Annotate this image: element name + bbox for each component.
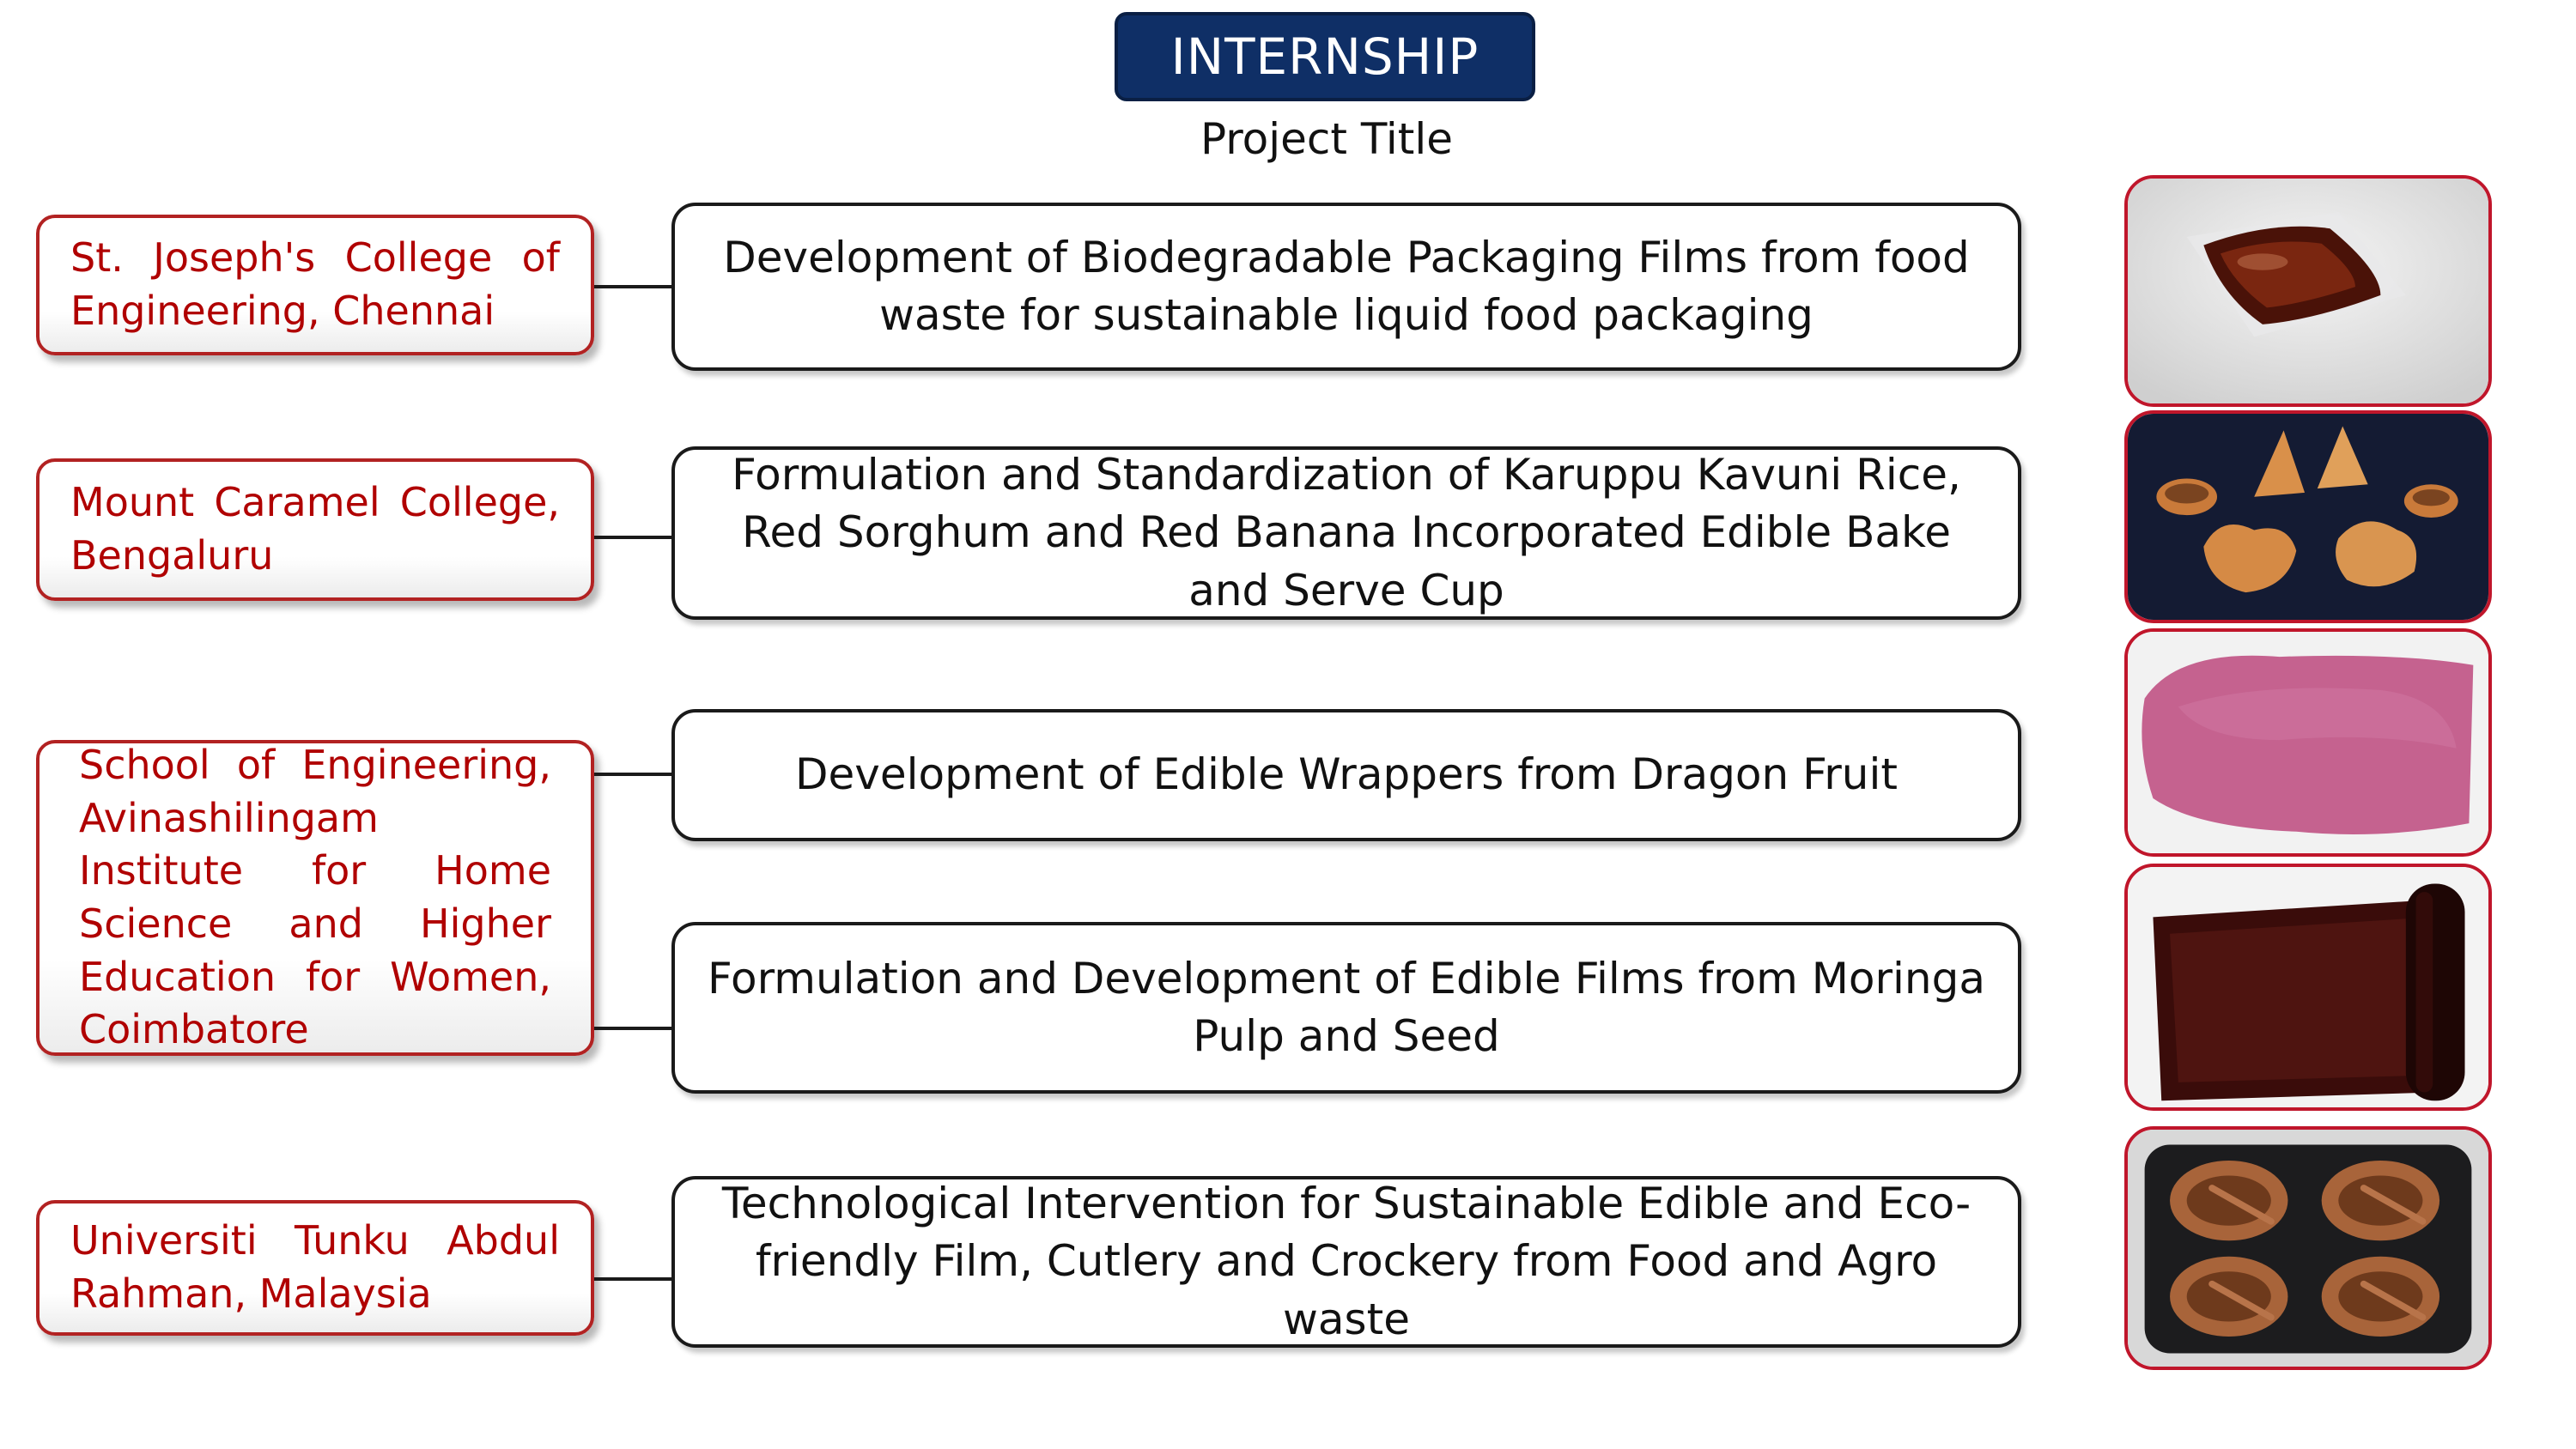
- connector-line: [594, 773, 673, 776]
- photo-edible-cutlery-crockery: [2124, 1126, 2492, 1370]
- project-box-bake-serve-cup: Formulation and Standardization of Karup…: [671, 446, 2021, 620]
- photo-liquid-food-pouch: [2124, 175, 2492, 407]
- project-title: Technological Intervention for Sustainab…: [721, 1178, 1971, 1344]
- project-box-biodegradable-films: Development of Biodegradable Packaging F…: [671, 203, 2021, 371]
- institution-box-mount-caramel: Mount Caramel College, Bengaluru: [36, 458, 594, 601]
- project-box-cutlery-crockery: Technological Intervention for Sustainab…: [671, 1176, 2021, 1348]
- title-banner: INTERNSHIP: [1115, 12, 1535, 101]
- institution-label: St. Joseph's College of Engineering, Che…: [70, 234, 560, 334]
- project-title: Formulation and Development of Edible Fi…: [708, 953, 1985, 1062]
- project-box-moringa-films: Formulation and Development of Edible Fi…: [671, 922, 2021, 1094]
- connector-line: [594, 1277, 673, 1281]
- institution-box-utar: Universiti Tunku Abdul Rahman, Malaysia: [36, 1200, 594, 1336]
- institution-box-st-josephs: St. Joseph's College of Engineering, Che…: [36, 215, 594, 355]
- connector-line: [594, 285, 673, 288]
- photo-moringa-film-roll: [2124, 864, 2492, 1111]
- institution-label: Universiti Tunku Abdul Rahman, Malaysia: [70, 1217, 560, 1317]
- institution-label: School of Engineering, Avinashilingam In…: [79, 742, 551, 1053]
- project-box-dragon-fruit-wrappers: Development of Edible Wrappers from Drag…: [671, 709, 2021, 841]
- photo-dragon-fruit-wrapper: [2124, 628, 2492, 857]
- photo-edible-cups: [2124, 410, 2492, 623]
- institution-box-avinashilingam: School of Engineering, Avinashilingam In…: [36, 740, 594, 1056]
- project-title: Development of Biodegradable Packaging F…: [723, 232, 1970, 341]
- subtitle: Project Title: [1200, 114, 1454, 164]
- project-title: Formulation and Standardization of Karup…: [732, 449, 1961, 615]
- connector-line: [594, 1027, 673, 1030]
- title-text: INTERNSHIP: [1170, 27, 1479, 86]
- institution-label: Mount Caramel College, Bengaluru: [70, 479, 560, 579]
- connector-line: [594, 536, 673, 539]
- project-title: Development of Edible Wrappers from Drag…: [795, 749, 1898, 800]
